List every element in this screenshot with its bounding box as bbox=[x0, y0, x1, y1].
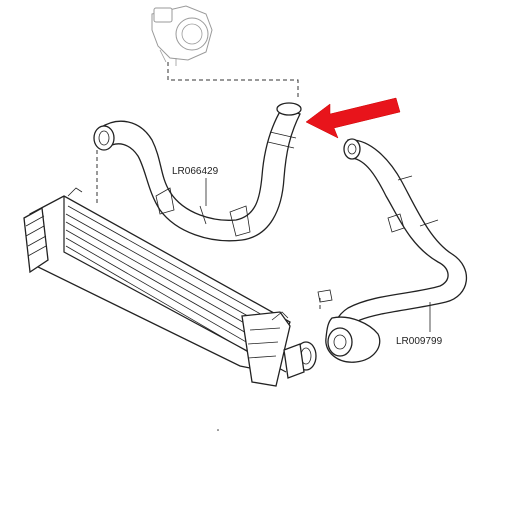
lower-charge-air-hose bbox=[317, 138, 468, 363]
throttle-body-ghost bbox=[151, 5, 213, 66]
stray-dot bbox=[217, 429, 219, 431]
upper-hose-part-number: LR066429 bbox=[172, 166, 219, 177]
upper-charge-air-hose bbox=[93, 102, 302, 242]
lower-hose-part-number: LR009799 bbox=[396, 336, 443, 347]
red-pointer-arrow-icon bbox=[305, 97, 401, 139]
intercooler bbox=[23, 187, 317, 387]
